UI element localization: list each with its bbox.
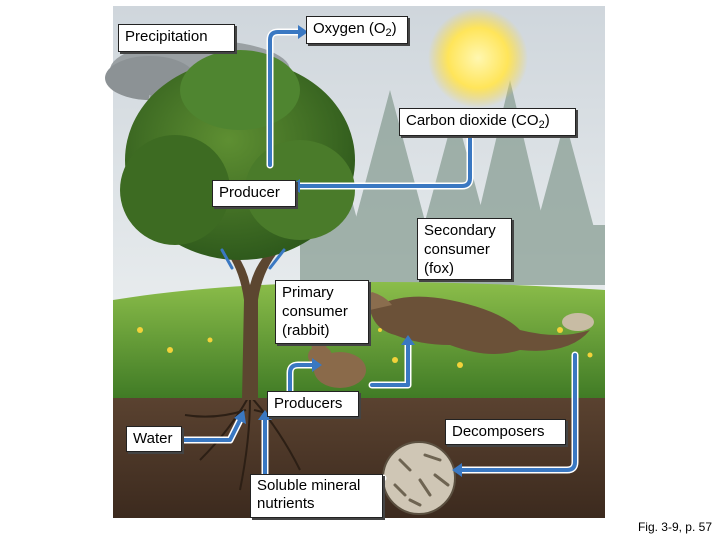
secondary-consumer-label: Secondary consumer (fox) (417, 218, 512, 280)
primary-consumer-line-1: Primary (282, 283, 362, 302)
producers-label: Producers (267, 391, 359, 417)
figure-caption: Fig. 3-9, p. 57 (638, 520, 712, 534)
soluble-nutrients-line-2: nutrients (257, 495, 376, 513)
secondary-consumer-line-1: Secondary (424, 221, 505, 240)
precipitation-label: Precipitation (118, 24, 235, 52)
primary-consumer-line-3: (rabbit) (282, 321, 362, 340)
decomposers-label: Decomposers (445, 419, 566, 445)
secondary-consumer-line-2: consumer (424, 240, 505, 259)
copyright-credit: © Brooks/Cole, Cengage Learning (120, 520, 242, 529)
small-animal (562, 313, 594, 331)
water-label: Water (126, 426, 182, 452)
primary-consumer-line-2: consumer (282, 302, 362, 321)
carbon-dioxide-label: Carbon dioxide (CO2) (399, 108, 576, 136)
soluble-nutrients-label: Soluble mineral nutrients (250, 474, 383, 518)
soluble-nutrients-line-1: Soluble mineral (257, 477, 376, 495)
primary-consumer-label: Primary consumer (rabbit) (275, 280, 369, 344)
oxygen-label: Oxygen (O2) (306, 16, 408, 44)
sun (428, 8, 528, 108)
secondary-consumer-line-3: (fox) (424, 259, 505, 278)
producer-label: Producer (212, 180, 296, 207)
decomposers-microscope-view (383, 442, 455, 514)
